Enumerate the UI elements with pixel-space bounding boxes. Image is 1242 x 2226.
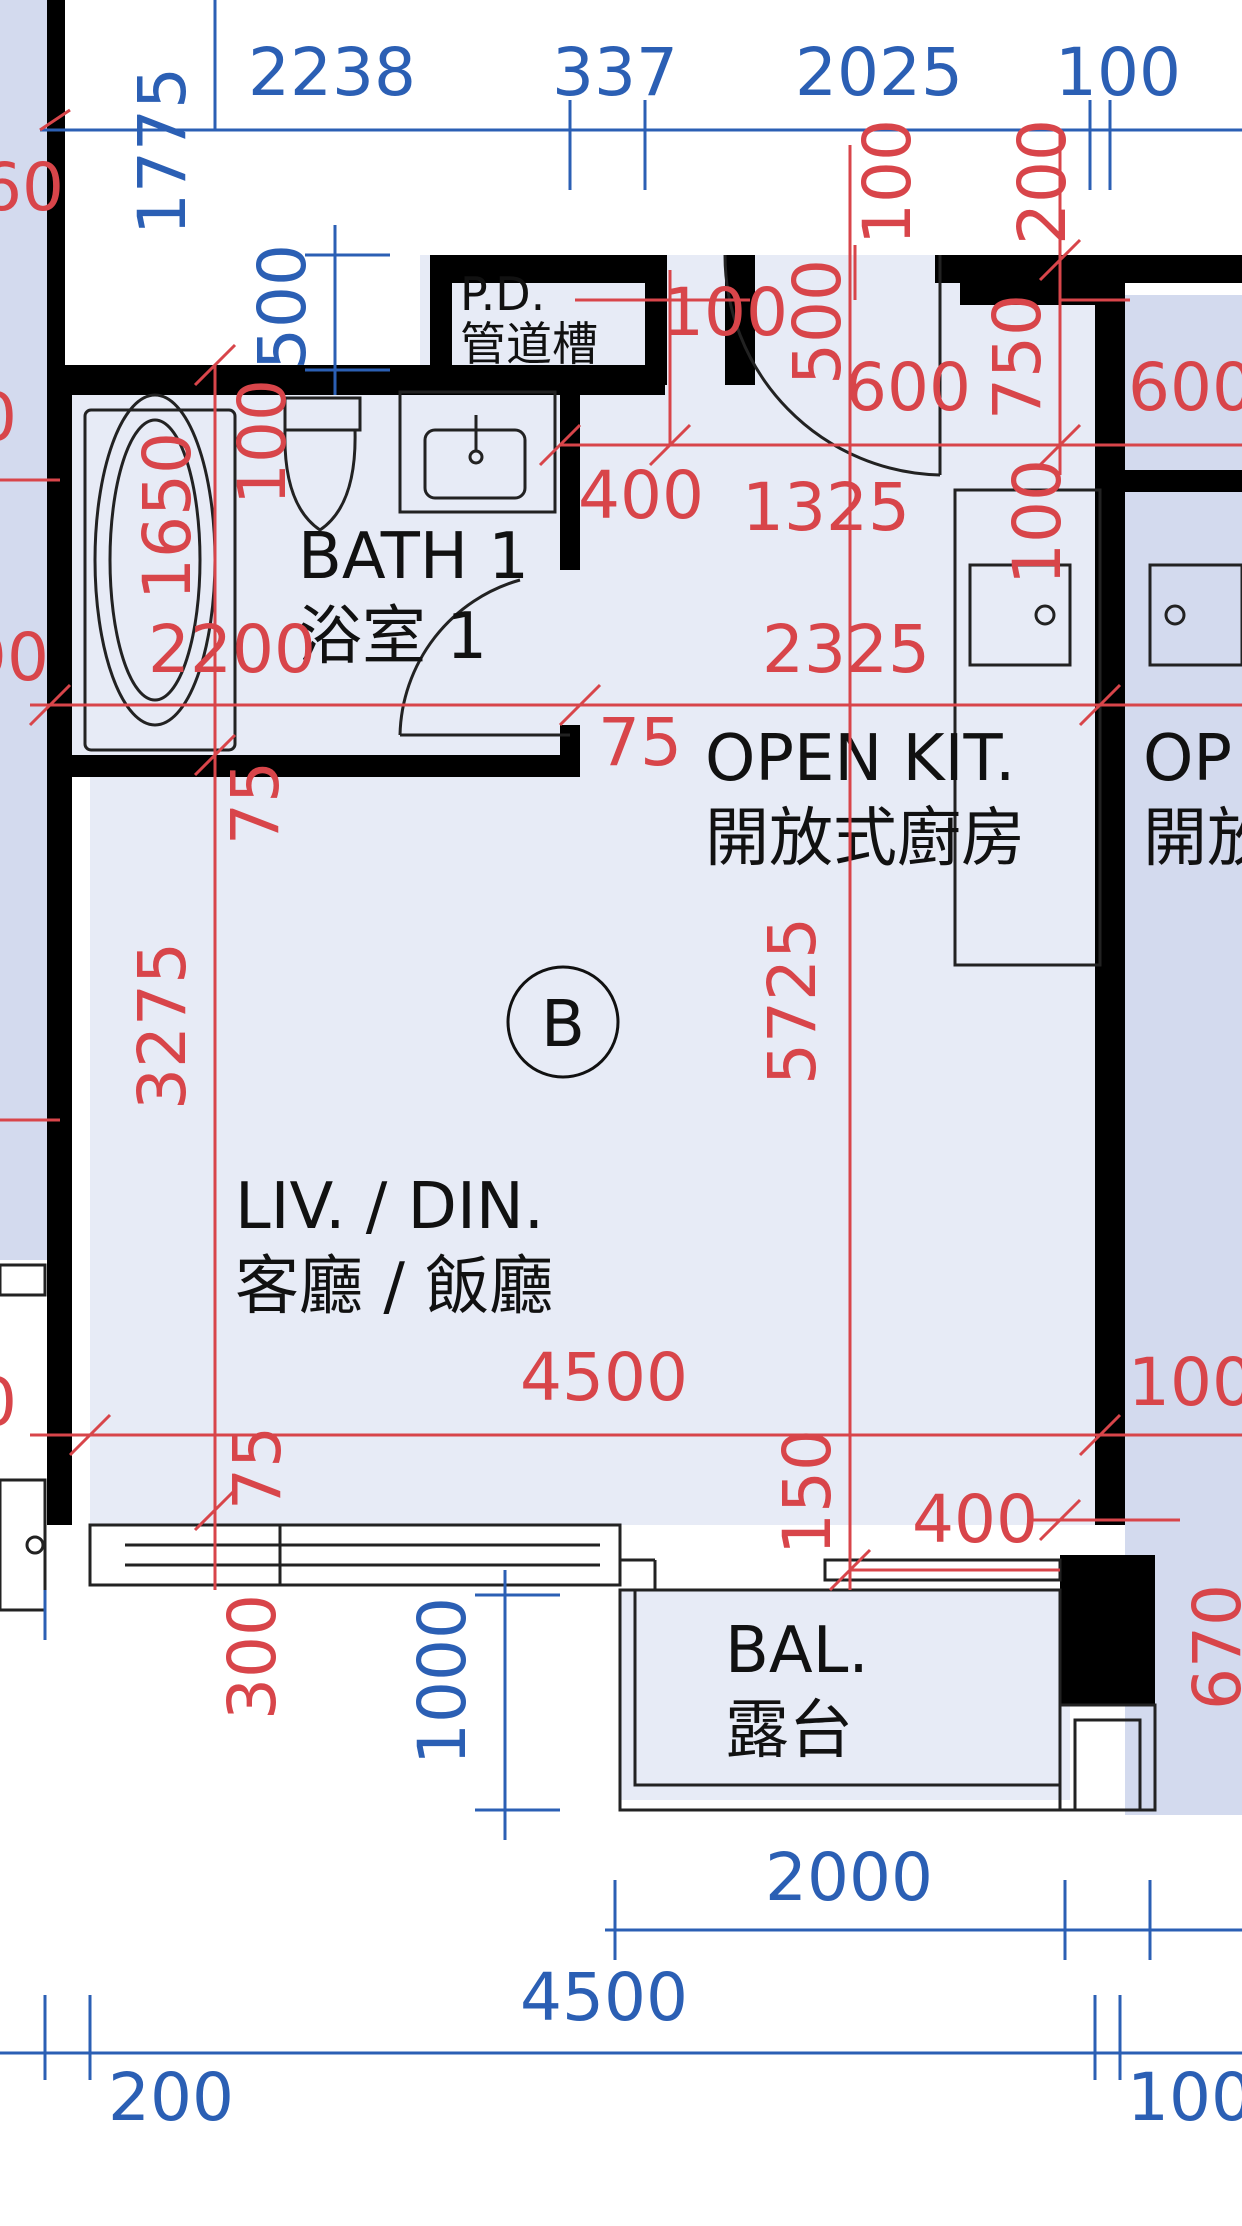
dim-bal-670: 670 [1179, 1584, 1242, 1710]
living-label-zh: 客廳 / 飯廳 [235, 1250, 553, 1324]
left-stub [0, 1263, 47, 1612]
dim-bal-150: 150 [769, 1429, 846, 1555]
pd-label-zh: 管道槽 [460, 317, 598, 371]
kitchen-label-en: OPEN KIT. [705, 722, 1015, 796]
balcony-label-zh: 露台 [725, 1694, 853, 1768]
dim-bath-400: 400 [578, 457, 704, 534]
bath-door-swing [398, 578, 570, 737]
toilet [283, 396, 362, 532]
kitchen-label-zh: 開放式廚房 [705, 802, 1025, 876]
unit-marker-circle [506, 965, 620, 1079]
dim-bal-depth: 1000 [404, 1597, 481, 1765]
dim-bottom-left: 200 [108, 2059, 234, 2136]
dim-top-3: 2025 [795, 34, 963, 111]
dim-right-100: 100 [999, 459, 1076, 585]
dim-kit-5725: 5725 [754, 917, 831, 1085]
dim-liv-3275: 3275 [124, 942, 201, 1110]
unit-marker: B [541, 988, 585, 1062]
dim-left-top: 1775 [124, 67, 201, 235]
kitchen-adjacent-label-en: OP [1143, 722, 1232, 796]
balcony-label-en: BAL. [725, 1614, 869, 1688]
dim-bath-1650: 1650 [129, 432, 206, 600]
bathtub [83, 393, 237, 752]
blue-dimension-lines [0, 0, 1242, 2080]
dim-kit-door-600: 600 [845, 349, 971, 426]
dim-left-edge-3: 90 [0, 619, 49, 696]
dim-pd-gap: 100 [662, 274, 788, 351]
dim-top-200: 200 [1004, 119, 1081, 245]
dim-right-600: 600 [1128, 349, 1242, 426]
dim-bottom-right: 100 [1127, 2059, 1242, 2136]
dim-overall-width: 4500 [520, 1959, 688, 2036]
dim-right-750: 750 [979, 294, 1056, 420]
dim-top-1: 2238 [248, 34, 416, 111]
dim-win-300: 300 [214, 1594, 291, 1720]
dim-top-2: 337 [552, 34, 678, 111]
kitchen-counter [953, 488, 1102, 967]
dim-left-75: 75 [217, 761, 294, 845]
kitchen-sink [968, 563, 1072, 667]
dim-liv-75: 75 [219, 1426, 296, 1510]
bath-label-zh: 浴室 1 [298, 600, 487, 674]
window-living [88, 1523, 622, 1587]
balcony-outline [618, 1558, 1157, 1812]
dim-left-edge-4: 0 [0, 1364, 17, 1441]
dim-top-4: 100 [1055, 34, 1181, 111]
dim-bath-2200: 2200 [148, 611, 316, 688]
bath-label-en: BATH 1 [298, 520, 529, 594]
dim-liv-right-100: 100 [1128, 1344, 1242, 1421]
pd-label-en: P.D. [460, 267, 545, 321]
dim-kit-2325: 2325 [762, 611, 930, 688]
floor-fills [65, 255, 1095, 1800]
neighbour-unit-left [0, 0, 50, 1260]
dim-bath-top: 500 [244, 244, 321, 370]
kitchen-door-swing [723, 254, 942, 477]
dim-bath-100: 100 [224, 379, 301, 505]
dim-bal-400: 400 [912, 1481, 1038, 1558]
dim-left-edge-2: 0 [0, 379, 17, 456]
dim-bal-width: 2000 [765, 1839, 933, 1916]
dim-kit-1325: 1325 [742, 469, 910, 546]
dim-kit-door-500: 500 [779, 259, 856, 385]
living-label-en: LIV. / DIN. [235, 1170, 544, 1244]
kitchen-sink-adjacent [1148, 563, 1242, 667]
red-dimension-lines [0, 108, 1242, 1592]
dim-left-edge-1: 60 [0, 149, 64, 226]
dim-liv-4500: 4500 [520, 1339, 688, 1416]
dim-top-100: 100 [849, 119, 926, 245]
kitchen-adjacent-label-zh: 開放 [1143, 802, 1242, 876]
dim-bath-75: 75 [598, 704, 682, 781]
